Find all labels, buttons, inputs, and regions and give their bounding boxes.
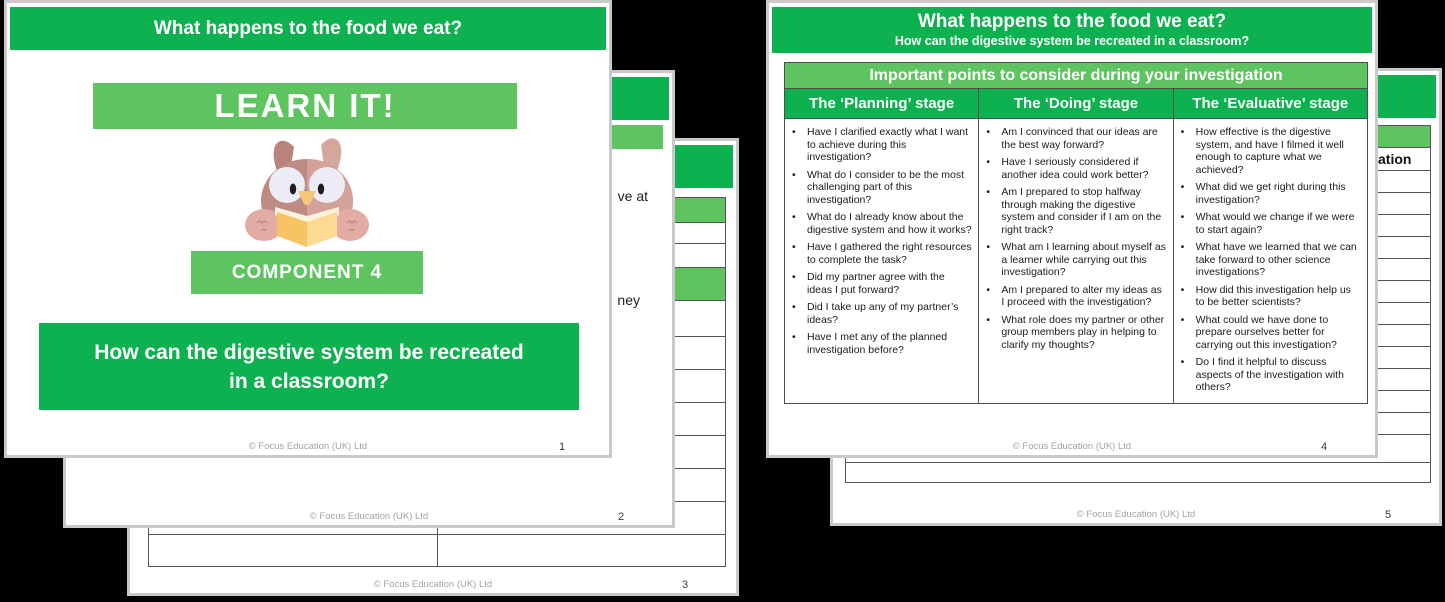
slide-2-footer: © Focus Education (UK) Ltd 2 [66,511,672,527]
evaluative-bullet-list: How effective is the digestive system, a… [1179,126,1361,394]
owl-paw-hearts [256,220,268,232]
bullet-item: What do I already know about the digesti… [790,211,972,236]
slide-5-footer: © Focus Education (UK) Ltd 5 [833,509,1439,525]
bullet-item: Did my partner agree with the ideas I pu… [790,271,972,296]
bullet-item: Am I prepared to alter my ideas as I pro… [984,284,1166,309]
slide-4-footer: © Focus Education (UK) Ltd 4 [769,441,1375,457]
bullet-item: What could we have done to prepare ourse… [1179,314,1361,352]
slide-4: What happens to the food we eat? How can… [766,0,1378,458]
bullet-item: What do I consider to be the most challe… [790,169,972,207]
slide-1: What happens to the food we eat? LEARN I… [4,0,612,458]
slide-4-content: What happens to the food we eat? How can… [769,3,1375,455]
bullet-item: Have I seriously considered if another i… [984,156,1166,181]
copyright-text: © Focus Education (UK) Ltd [1076,509,1196,520]
bullet-item: What am I learning about myself as a lea… [984,241,1166,279]
page-number: 2 [618,511,625,523]
owl-book-pages [275,207,339,225]
column-header-planning: The ‘Planning’ stage [785,89,979,119]
evaluative-cell: How effective is the digestive system, a… [1172,119,1367,403]
bullet-item: Have I gathered the right resources to c… [790,241,972,266]
question-line-2: in a classroom? [229,370,389,393]
slide-2-text-fragment: ney [617,292,640,308]
owl-left-eye [269,167,305,203]
slide-2-text-fragment: ve at [617,188,648,204]
learn-it-banner: LEARN IT! [93,83,517,129]
question-banner: How can the digestive system be recreate… [39,323,579,410]
table-body-row: Have I clarified exactly what I want to … [785,119,1367,403]
slide-5-column-header-fragment: ation [1378,151,1412,167]
slide-4-title: What happens to the food we eat? [917,11,1227,32]
bullet-item: Have I clarified exactly what I want to … [790,126,972,164]
bullet-item: How effective is the digestive system, a… [1179,126,1361,176]
bullet-item: Have I met any of the planned investigat… [790,331,972,356]
page-number: 4 [1321,441,1328,453]
bullet-item: Did I take up any of my partner’s ideas? [790,301,972,326]
owl-beak [298,191,316,206]
investigation-points-table: Important points to consider during your… [784,62,1368,404]
copyright-text: © Focus Education (UK) Ltd [1012,441,1132,452]
table-header-row: The ‘Planning’ stage The ‘Doing’ stage T… [785,89,1367,119]
doing-bullet-list: Am I convinced that our ideas are the be… [984,126,1166,351]
slide-3-footer: © Focus Education (UK) Ltd 3 [130,579,736,595]
slide-1-title-bar: What happens to the food we eat? [10,7,606,50]
page-number: 5 [1385,509,1392,521]
owl-book-left-cover [277,212,307,247]
page-number: 3 [682,579,689,591]
bullet-item: How did this investigation help us to be… [1179,284,1361,309]
bullet-item: Do I find it helpful to discuss aspects … [1179,356,1361,394]
column-header-doing: The ‘Doing’ stage [978,89,1173,119]
bullet-item: What would we change if we were to start… [1179,211,1361,236]
doing-cell: Am I convinced that our ideas are the be… [978,119,1172,403]
owl-right-pupil [317,183,325,195]
question-line-1: How can the digestive system be recreate… [94,341,524,364]
bullet-item: Am I convinced that our ideas are the be… [984,126,1166,151]
table-row-line [845,462,1431,463]
owl-left-paw [245,209,283,241]
bullet-item: What role does my partner or other group… [984,314,1166,352]
page-number: 1 [559,441,566,453]
table-row-line [148,534,726,535]
component-banner: COMPONENT 4 [191,251,423,294]
owl-right-paw [331,209,369,241]
copyright-text: © Focus Education (UK) Ltd [248,441,368,452]
owl-icon [245,138,369,247]
owl-left-pupil [289,183,297,195]
copyright-text: © Focus Education (UK) Ltd [373,579,493,590]
owl-book-right-cover [307,212,337,247]
owl-paw-hearts [346,220,358,232]
planning-cell: Have I clarified exactly what I want to … [785,119,978,403]
learn-it-label: LEARN IT! [214,87,396,124]
table-title: Important points to consider during your… [785,63,1367,89]
owl-right-eye [309,167,345,203]
copyright-text: © Focus Education (UK) Ltd [309,511,429,522]
bullet-item: What have we learned that we can take fo… [1179,241,1361,279]
bullet-item: What did we get right during this invest… [1179,181,1361,206]
slide-1-footer: © Focus Education (UK) Ltd 1 [7,441,609,457]
bullet-item: Am I prepared to stop halfway through ma… [984,186,1166,236]
column-header-evaluative: The ‘Evaluative’ stage [1172,89,1367,119]
component-label: COMPONENT 4 [231,262,383,283]
planning-bullet-list: Have I clarified exactly what I want to … [790,126,972,356]
slide-4-subtitle: How can the digestive system be recreate… [894,34,1250,48]
slide-1-title: What happens to the food we eat? [153,18,463,39]
slide-1-content: What happens to the food we eat? LEARN I… [7,3,609,455]
slide-4-title-bar: What happens to the food we eat? How can… [772,7,1372,53]
